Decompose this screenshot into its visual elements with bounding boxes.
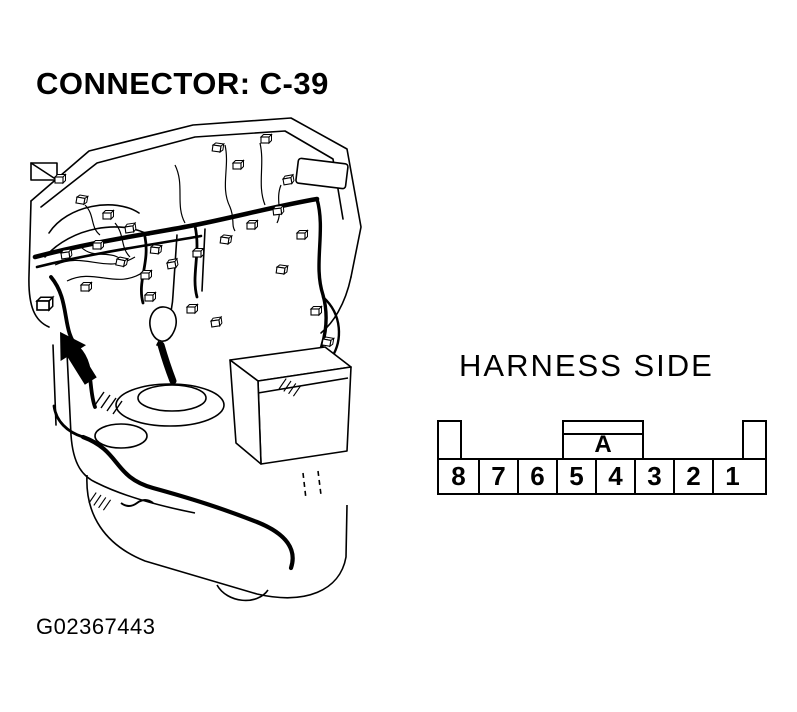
- dashboard-illustration: [25, 105, 405, 620]
- pin-cell-2: 2: [673, 460, 712, 493]
- pin-cell-6: 6: [517, 460, 556, 493]
- tab-a-label: A: [594, 431, 612, 458]
- pin-row: 8 7 6 5 4 3 2 1: [437, 458, 767, 495]
- pin-cell-7: 7: [478, 460, 517, 493]
- connector-tab-right: [742, 420, 767, 458]
- pin-cell-1: 1: [712, 460, 751, 493]
- connector-tabs-row: A: [437, 420, 767, 458]
- connector-tab-left: [437, 420, 462, 458]
- figure-id: G02367443: [36, 614, 156, 639]
- pin-cell-8: 8: [451, 461, 466, 491]
- pin-cell-3: 3: [634, 460, 673, 493]
- tab-a-divider: [564, 433, 642, 435]
- connector-pin-diagram: A 8 7 6 5 4 3 2 1: [437, 420, 767, 495]
- pin-cell-5: 5: [556, 460, 595, 493]
- dashboard-line-art: [28, 117, 362, 602]
- connector-tab-a: A: [562, 420, 644, 458]
- location-arrow-icon: [60, 331, 97, 385]
- page-title: CONNECTOR: C-39: [36, 66, 329, 101]
- harness-side-label: HARNESS SIDE: [459, 348, 714, 383]
- pin-cell-4: 4: [595, 460, 634, 493]
